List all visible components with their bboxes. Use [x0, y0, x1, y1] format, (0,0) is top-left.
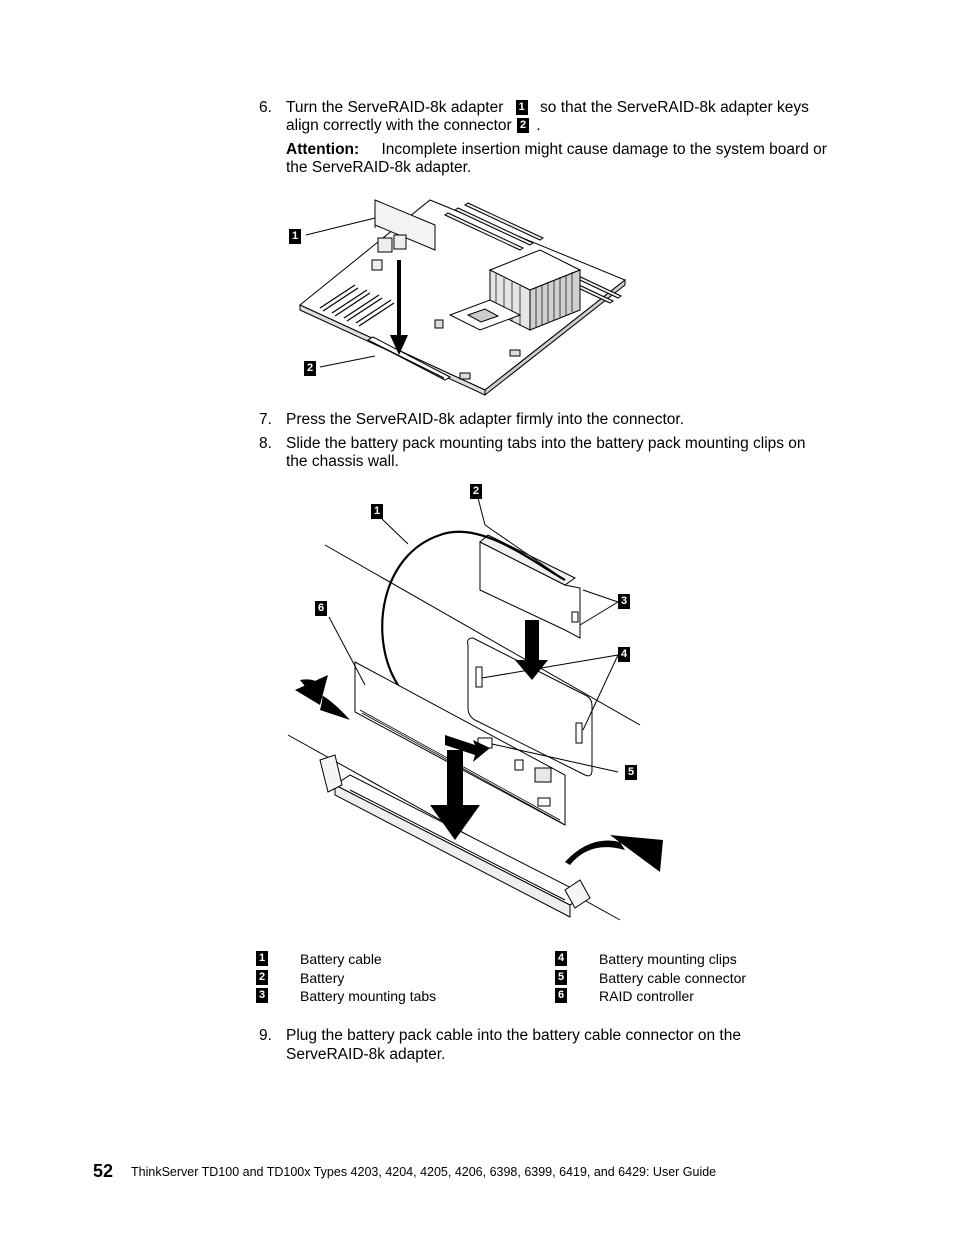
step-6-number: 6. — [259, 99, 272, 116]
legend-callout: 4 — [555, 951, 567, 966]
step-8-number: 8. — [259, 435, 272, 452]
step-6-text-line2: align correctly with the connector — [286, 117, 512, 134]
legend-callout: 3 — [256, 988, 268, 1003]
battery-install-illustration — [287, 497, 663, 921]
legend-label: Battery mounting tabs — [300, 988, 437, 1004]
figure-1-system-board: 1 2 — [280, 190, 640, 400]
page-number: 52 — [93, 1161, 114, 1181]
step-6-text-before: Turn the ServeRAID-8k adapter — [286, 99, 504, 116]
step-6-text-end: . — [536, 117, 541, 134]
callout-2: 2 — [517, 118, 530, 134]
callout-1: 1 — [515, 100, 528, 116]
attention-text-2: the ServeRAID-8k adapter. — [286, 159, 472, 176]
legend-callout: 1 — [256, 951, 268, 966]
step-9-text-1: Plug the battery pack cable into the bat… — [286, 1027, 741, 1044]
step-8-text-2: the chassis wall. — [286, 453, 399, 470]
step-9-number: 9. — [259, 1027, 272, 1044]
step-7-text: Press the ServeRAID-8k adapter firmly in… — [286, 411, 685, 428]
step-9-text-2: ServeRAID-8k adapter. — [286, 1046, 446, 1063]
figure-2-callout-1: 1 — [371, 504, 383, 519]
legend-callout: 6 — [555, 988, 567, 1003]
figure-1-callout-1: 1 — [289, 229, 301, 244]
attention-note: Attention: Incomplete insertion might ca… — [286, 141, 827, 159]
step-6-line-2: align correctly with the connector 2 . — [286, 117, 541, 135]
legend-label: Battery cable — [300, 951, 382, 967]
legend-label: Battery cable connector — [599, 970, 747, 986]
figure-2-callout-2: 2 — [470, 484, 482, 499]
footer-title: ThinkServer TD100 and TD100x Types 4203,… — [131, 1165, 717, 1179]
figure-2-callout-5: 5 — [625, 765, 637, 780]
step-6-line-1: Turn the ServeRAID-8k adapter 1 so that … — [286, 99, 809, 117]
legend-label: Battery mounting clips — [599, 951, 737, 967]
attention-label: Attention: — [286, 141, 360, 158]
legend-label: Battery — [300, 970, 345, 986]
figure-2-callout-4: 4 — [618, 647, 630, 662]
legend-callout: 2 — [256, 970, 268, 985]
figure-2-callout-3: 3 — [618, 594, 630, 609]
figure-1-callout-2: 2 — [304, 361, 316, 376]
legend-label: RAID controller — [599, 988, 694, 1004]
figure-2-battery-install: 1 2 3 4 5 6 — [280, 480, 670, 940]
attention-text-1: Incomplete insertion might cause damage … — [381, 141, 827, 158]
step-6-text-mid: so that the ServeRAID-8k adapter keys — [540, 99, 809, 116]
step-8-text-1: Slide the battery pack mounting tabs int… — [286, 435, 806, 452]
figure-2-callout-6: 6 — [315, 601, 327, 616]
figure-legend: 1 Battery cable 2 Battery 3 Battery moun… — [256, 951, 776, 1011]
step-7-number: 7. — [259, 411, 272, 428]
system-board-illustration — [299, 199, 626, 397]
legend-callout: 5 — [555, 970, 567, 985]
